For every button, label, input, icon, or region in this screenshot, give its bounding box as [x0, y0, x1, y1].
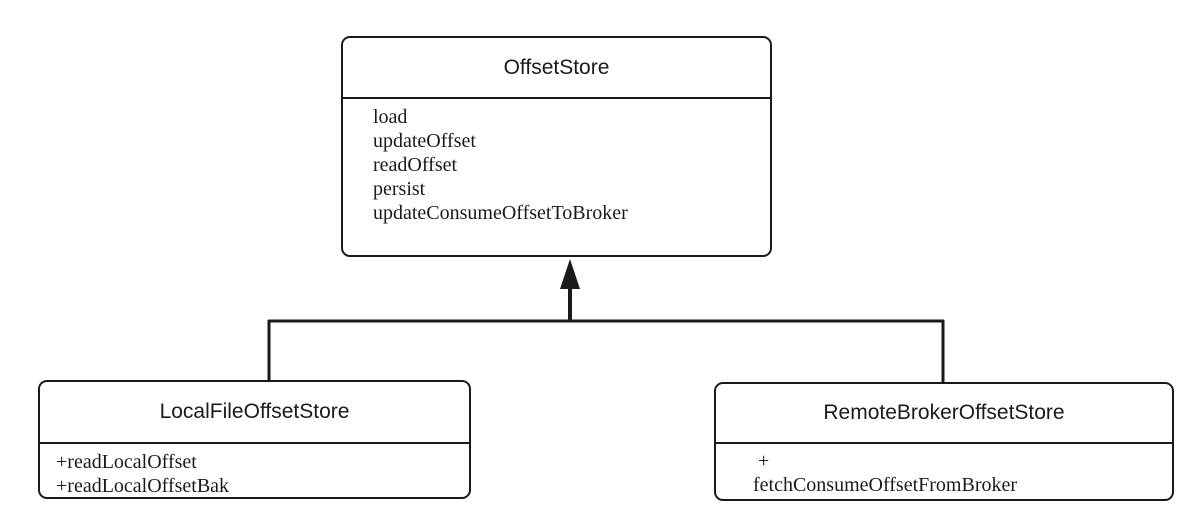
member-list-offsetstore: load updateOffset readOffset persist upd… [343, 99, 770, 229]
member-fetchconsumeoffsetfrombroker: fetchConsumeOffsetFromBroker [753, 474, 1018, 496]
class-offsetstore: OffsetStore load updateOffset readOffset… [341, 36, 772, 257]
member-load: load [373, 106, 408, 128]
class-name-remotebrokeroffsetstore: RemoteBrokerOffsetStore [716, 384, 1172, 444]
class-localfileoffsetstore: LocalFileOffsetStore +readLocalOffset +r… [38, 380, 471, 499]
class-name-localfileoffsetstore: LocalFileOffsetStore [40, 382, 469, 444]
class-remotebrokeroffsetstore: RemoteBrokerOffsetStore + fetchConsumeOf… [714, 382, 1174, 501]
member-list-localfileoffsetstore: +readLocalOffset +readLocalOffsetBak [40, 444, 469, 497]
member-list-remotebrokeroffsetstore: + fetchConsumeOffsetFromBroker [716, 444, 1172, 499]
member-updateoffset: updateOffset [373, 130, 476, 152]
class-name-offsetstore: OffsetStore [343, 38, 770, 99]
member-readlocaloffsetbak: +readLocalOffsetBak [56, 475, 230, 497]
member-updateconsumeoffsettobroker: updateConsumeOffsetToBroker [373, 202, 628, 224]
member-visibility-plus: + [758, 450, 770, 472]
member-readlocaloffset: +readLocalOffset [56, 451, 197, 473]
member-persist: persist [373, 178, 426, 200]
member-readoffset: readOffset [373, 154, 458, 176]
inheritance-arrowhead-icon [560, 259, 580, 289]
